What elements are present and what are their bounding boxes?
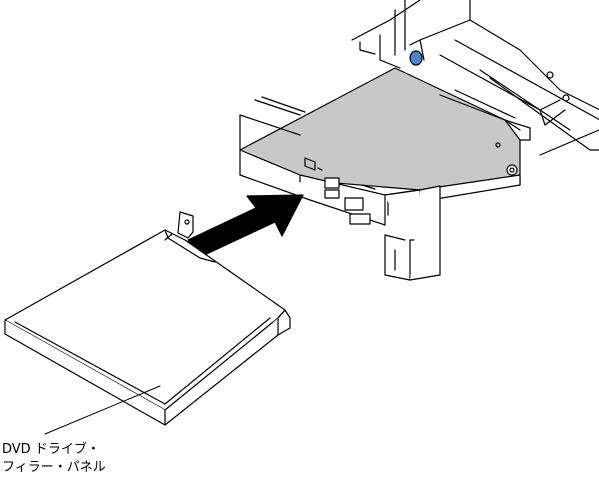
label-line-1: DVD ドライブ・ [2, 442, 100, 457]
dvd-filler-panel [4, 211, 291, 426]
server-chassis [351, 0, 599, 156]
callout-leader [44, 385, 161, 435]
release-latch [409, 39, 425, 66]
drive-cage [239, 67, 531, 281]
dvd-filler-panel-label: DVD ドライブ・ フィラー・パネル [2, 441, 106, 477]
label-line-2: フィラー・パネル [2, 460, 106, 475]
insert-arrow-icon [187, 194, 304, 259]
